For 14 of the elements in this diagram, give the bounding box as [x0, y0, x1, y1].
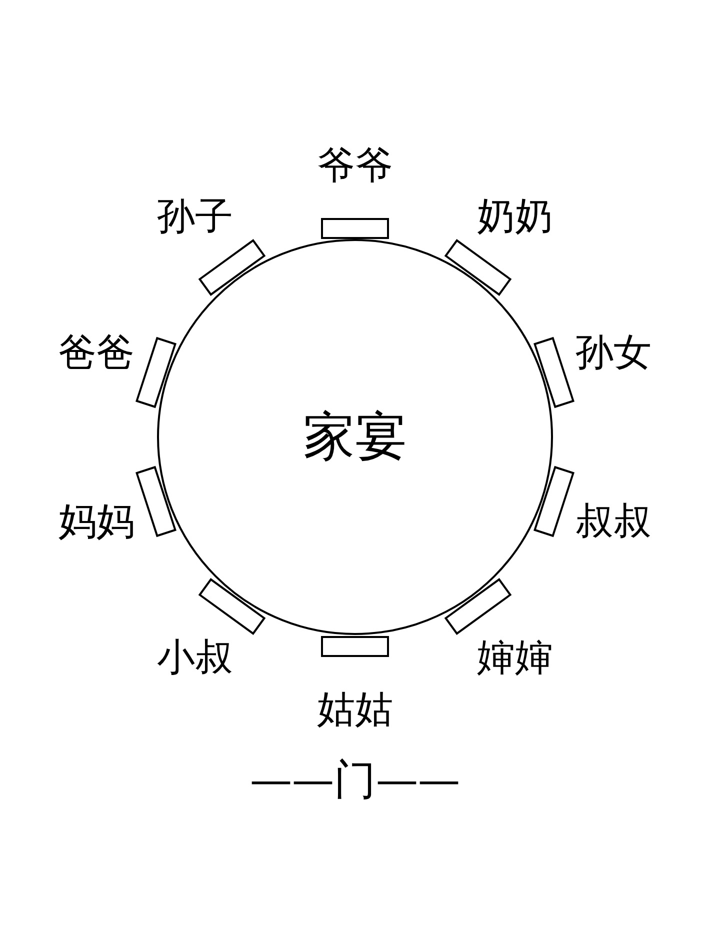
door-label: ——门——	[250, 754, 460, 806]
name-label: 孙女	[576, 329, 652, 376]
name-label: 奶奶	[476, 193, 553, 240]
seat	[321, 218, 389, 238]
name-label: 叔叔	[576, 498, 652, 545]
name-label: 小叔	[157, 634, 234, 681]
table-label: 家宴	[303, 406, 407, 469]
name-label: 孙子	[157, 193, 234, 240]
name-label: 爷爷	[317, 142, 393, 188]
seat	[321, 636, 389, 656]
name-label: 爸爸	[58, 329, 134, 376]
name-label: 姑姑	[317, 686, 393, 732]
name-label: 妈妈	[58, 498, 134, 545]
name-label: 婶婶	[476, 634, 553, 681]
